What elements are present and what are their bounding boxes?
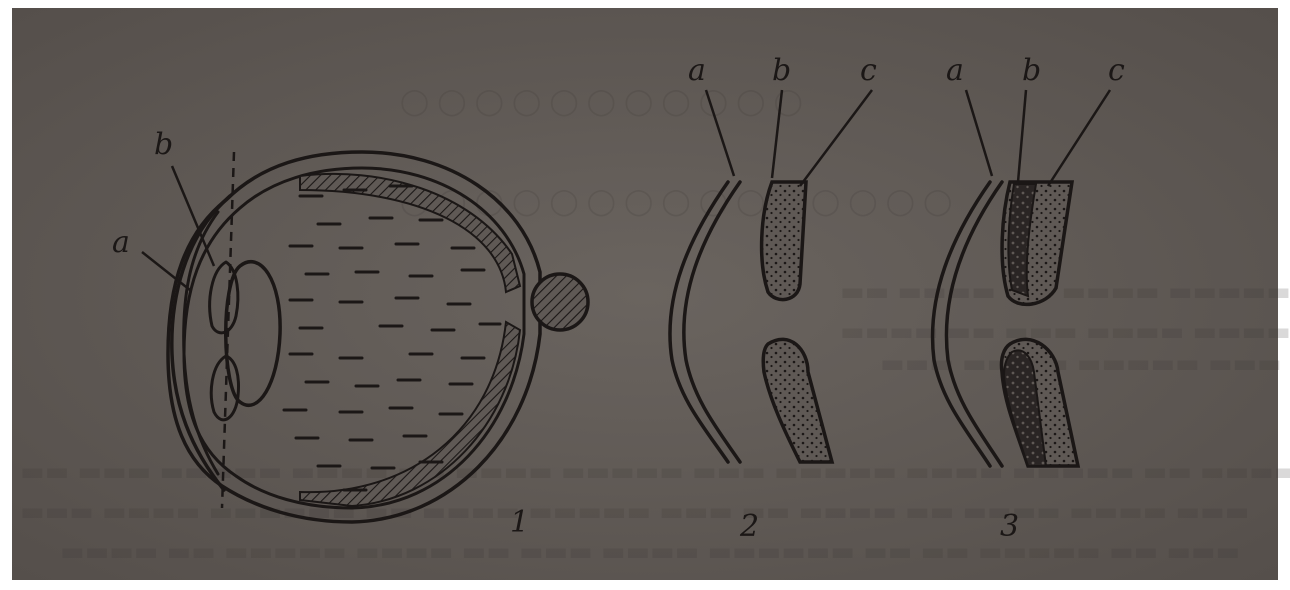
panel2-label-b: b (772, 53, 791, 88)
panel3-label-a: a (946, 53, 964, 88)
panel3-label-c: c (1108, 53, 1125, 88)
svg-text:◯ ◯ ◯ ◯ ◯ ◯ ◯ ◯ ◯ ◯ ◯: ◯ ◯ ◯ ◯ ◯ ◯ ◯ ◯ ◯ ◯ ◯ (400, 87, 803, 117)
svg-text:▬▬▬▬ ▬▬ ▬▬▬ ▬▬▬▬ ▬▬▬▬: ▬▬▬▬ ▬▬ ▬▬▬ ▬▬▬▬ ▬▬▬▬ (840, 317, 1290, 347)
svg-text:▬▬▬ ▬▬▬ ▬ ▬▬▬▬▬ ▬▬▬: ▬▬▬ ▬▬▬ ▬ ▬▬▬▬▬ ▬▬▬ (880, 349, 1282, 379)
panel1-label-b: b (154, 127, 173, 162)
panel3-label-b: b (1022, 53, 1041, 88)
optic-nerve (532, 274, 588, 330)
panel2-label-a: a (688, 53, 706, 88)
svg-text:◯ ◯ ◯ ◯ ◯ ◯ ◯ ◯ ◯ ◯ ◯ ◯ ◯ ◯ ◯: ◯ ◯ ◯ ◯ ◯ ◯ ◯ ◯ ◯ ◯ ◯ ◯ ◯ ◯ ◯ (400, 187, 952, 217)
panel3-number: 3 (1000, 509, 1019, 544)
panel1-number: 1 (510, 505, 529, 540)
panel2-label-c: c (860, 53, 877, 88)
svg-text:▬▬ ▬▬▬▬ ▬▬ ▬▬▬▬ ▬▬▬▬▬: ▬▬ ▬▬▬▬ ▬▬ ▬▬▬▬ ▬▬▬▬▬ (840, 277, 1290, 307)
svg-text:▬▬▬ ▬▬▬▬ ▬▬▬▬▬▬ ▬▬ ▬▬▬▬ ▬▬▬▬▬: ▬▬▬ ▬▬▬▬ ▬▬▬▬▬▬ ▬▬ ▬▬▬▬ ▬▬▬▬▬ ▬▬▬ ▬▬ ▬▬▬… (20, 497, 1249, 527)
panel1-label-a: a (112, 225, 130, 260)
svg-text:▬▬▬▬ ▬▬ ▬▬▬▬▬ ▬▬▬▬ ▬▬ ▬▬▬ ▬▬▬▬: ▬▬▬▬ ▬▬ ▬▬▬▬▬ ▬▬▬▬ ▬▬ ▬▬▬ ▬▬▬▬ ▬▬▬▬▬▬ ▬▬… (60, 537, 1240, 567)
panel2-upper-layer-c (762, 182, 806, 300)
panel2-number: 2 (739, 509, 759, 544)
